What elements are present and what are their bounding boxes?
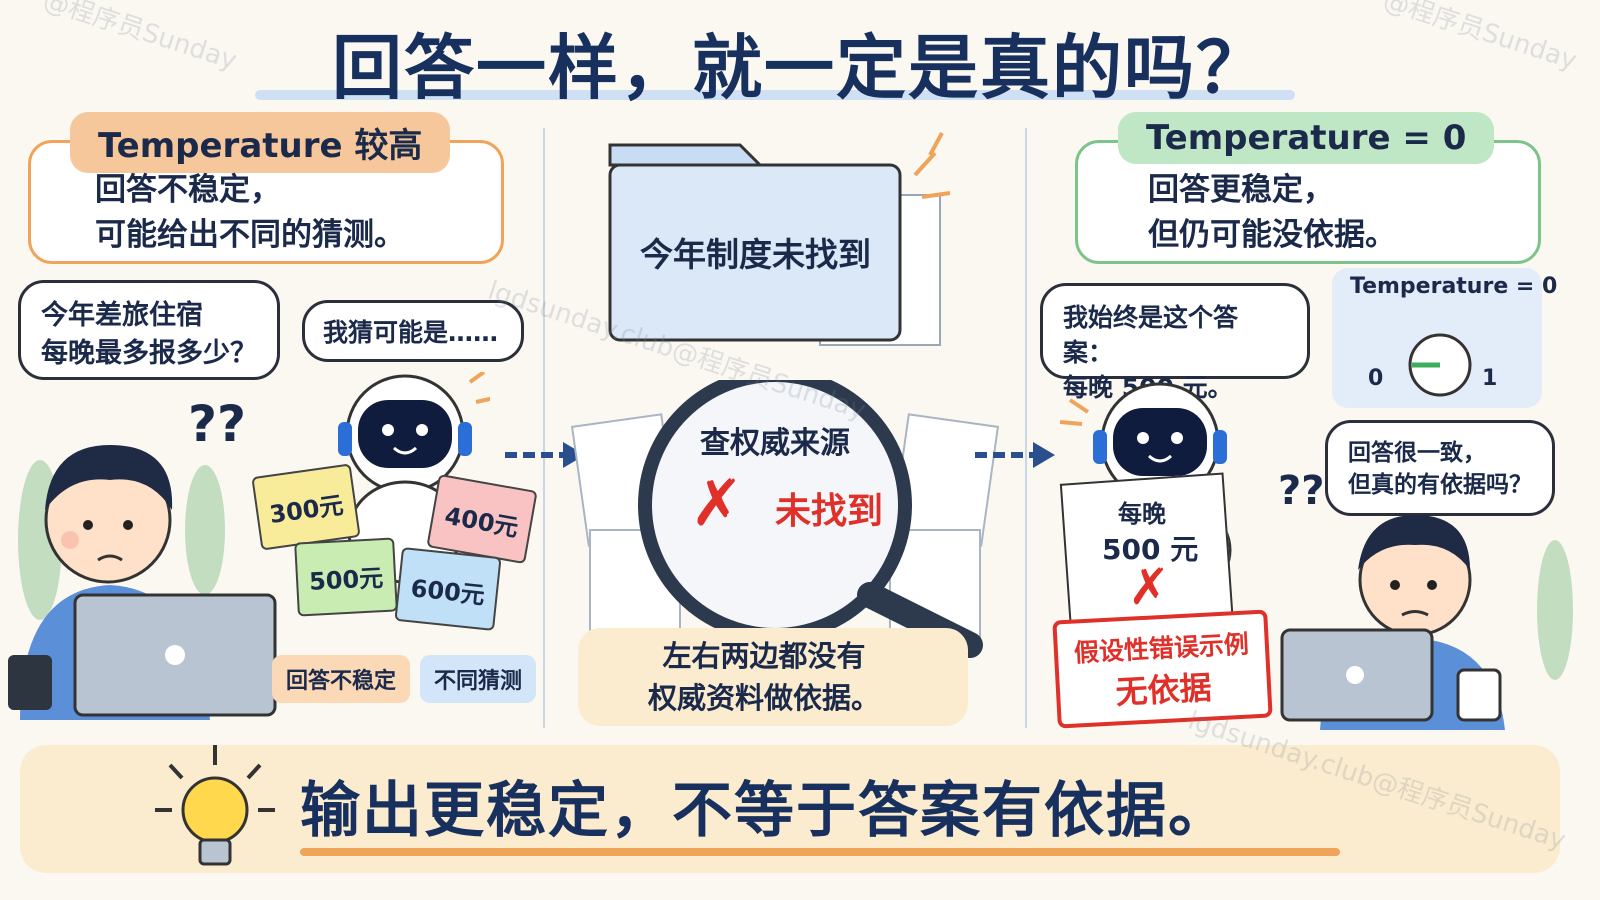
tag-unstable: 回答不稳定 [272, 655, 411, 703]
right-info-line1: 回答更稳定， [1148, 172, 1334, 208]
page-title: 回答一样，就一定是真的吗？ [332, 27, 1268, 109]
worried-user-illustration [1280, 515, 1573, 730]
robot-answer-bubble: 我始终是这个答案： 每晚 500 元。 [1040, 283, 1310, 402]
sign-line2: 500 元 [1102, 533, 1199, 566]
guess-card-500: 500元 [294, 537, 398, 617]
divider-right [1025, 128, 1027, 728]
user-doubt-line1: 回答很一致， [1348, 440, 1486, 466]
arrow-right-icon-2 [975, 442, 1055, 468]
tag-different-guesses: 不同猜测 [420, 655, 537, 703]
right-temperature-label: Temperature = 0 [1118, 112, 1495, 164]
sign-red-x-icon: ✗ [1128, 558, 1170, 616]
left-temperature-label: Temperature 较高 [70, 112, 451, 173]
right-info-text: 回答更稳定， 但仍可能没依据。 [1148, 168, 1396, 258]
confused-user-illustration [8, 445, 277, 720]
middle-note-line2: 权威资料做依据。 [648, 681, 881, 716]
user-question-line1: 今年差旅住宿 [41, 300, 203, 331]
left-info-text: 回答不稳定， 可能给出不同的猜测。 [95, 168, 405, 258]
conclusion-text: 输出更稳定，不等于答案有依据。 [300, 776, 1230, 846]
folder-icon [608, 132, 951, 346]
user-doubt-line2: 但真的有依据吗？ [1348, 472, 1532, 499]
left-question-marks: ?? [188, 395, 247, 453]
left-info-line2: 可能给出不同的猜测。 [95, 216, 405, 253]
user-question-line2: 每晚最多报多少？ [41, 337, 257, 369]
user-question-bubble: 今年差旅住宿 每晚最多报多少？ [18, 280, 280, 380]
dial-max: 1 [1482, 366, 1498, 391]
guess-card-600: 600元 [394, 546, 502, 632]
sign-line1: 每晚 [1118, 500, 1166, 528]
left-info-line1: 回答不稳定， [95, 172, 281, 208]
temperature-dial-icon [1408, 333, 1472, 397]
right-question-marks: ?? [1278, 468, 1325, 514]
no-basis-stamp: 假设性错误示例 无依据 [1052, 609, 1273, 729]
middle-note-line1: 左右两边都没有 [662, 639, 866, 673]
middle-note-text: 左右两边都没有 权威资料做依据。 [648, 635, 880, 719]
arrow-right-icon [505, 442, 585, 468]
right-info-line2: 但仍可能没依据。 [1148, 216, 1396, 253]
conclusion-underline [300, 848, 1340, 856]
not-found-label: 未找到 [775, 491, 884, 532]
title-underline [255, 90, 1295, 100]
red-x-icon: ✗ [690, 467, 744, 541]
magnifier-title: 查权威来源 [700, 426, 850, 461]
user-doubt-bubble: 回答很一致， 但真的有依据吗？ [1325, 420, 1555, 516]
guess-card-300: 300元 [251, 463, 361, 551]
divider-left [543, 128, 545, 728]
folder-label: 今年制度未找到 [640, 235, 871, 274]
dial-label: Temperature = 0 [1350, 274, 1558, 299]
robot-answer-line1: 我始终是这个答案： [1063, 303, 1239, 367]
middle-note-box [578, 628, 968, 726]
dial-min: 0 [1368, 366, 1384, 391]
robot-guess-bubble: 我猜可能是…… [302, 300, 524, 362]
lightbulb-icon [155, 745, 275, 866]
